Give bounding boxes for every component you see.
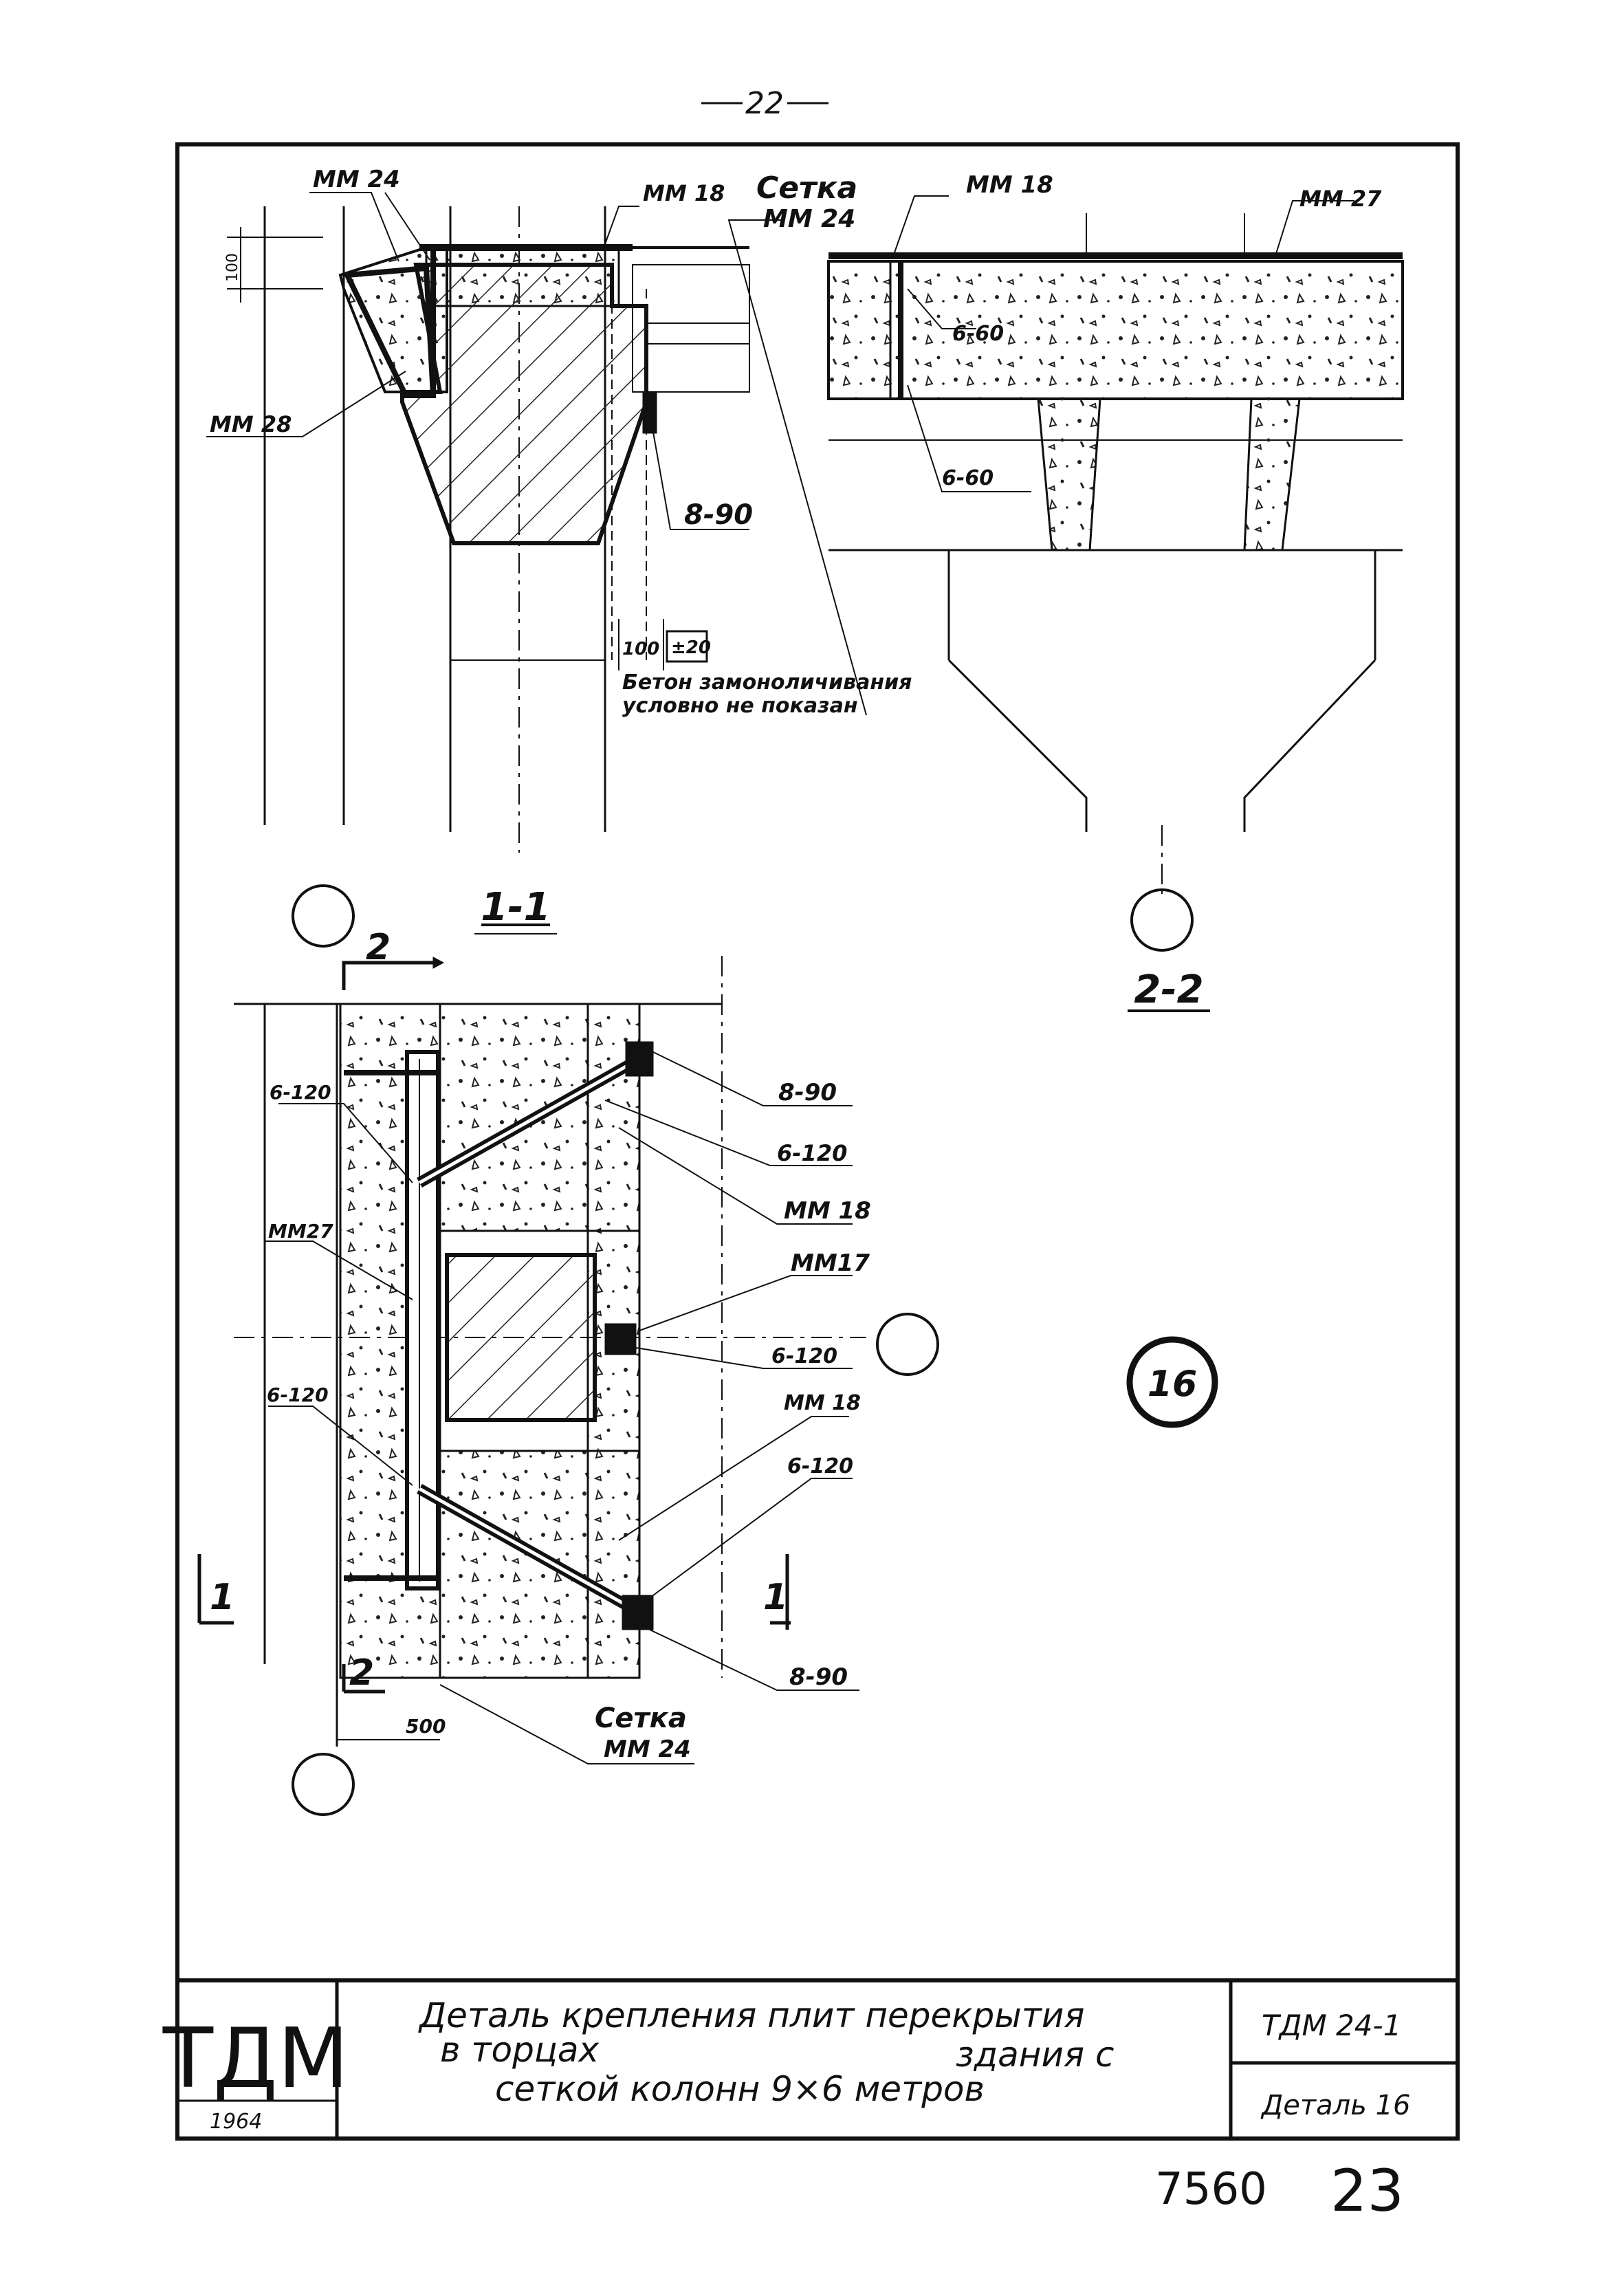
detail-marker: 16 — [1126, 1336, 1218, 1428]
label-setka-mm-top: ММ 24 — [763, 205, 855, 233]
page-number: 22 — [701, 86, 829, 121]
title-line-2b: здания с — [956, 2035, 1114, 2075]
note-concrete-line2: условно не показан — [622, 694, 858, 718]
label-mm18-2-2: ММ 18 — [966, 171, 1053, 199]
label-mm18-top: ММ 18 — [643, 180, 725, 206]
label-setka-plan: Сетка — [595, 1703, 687, 1734]
plan-view-labels: 6-120 ММ27 6-120 8-90 6-120 ММ 18 ММ17 6… — [210, 927, 871, 1763]
label-weld-6-120-br: 6-120 — [787, 1454, 853, 1478]
cut-mark-2-bottom: 2 — [349, 1652, 374, 1694]
label-mm24-top: ММ 24 — [313, 166, 400, 193]
section-2-2-labels: ММ 18 ММ 27 6-60 6-60 2-2 — [942, 171, 1382, 1012]
label-mm27-2-2: ММ 27 — [1299, 186, 1382, 212]
sheet-year: 1964 — [210, 2110, 262, 2134]
sheet-code: ТДМ 24-1 — [1262, 2009, 1401, 2042]
note-concrete-line1: Бетон замоноличивания — [622, 670, 912, 695]
title-block-text: ТДМ 1964 Деталь крепления плит перекрыти… — [162, 1996, 1411, 2134]
title-line-1: Деталь крепления плит перекрытия — [418, 1996, 1084, 2035]
label-mm28: ММ 28 — [210, 411, 292, 437]
section-2-2-title: 2-2 — [1134, 967, 1203, 1012]
plan-view — [197, 956, 939, 1816]
handwritten-notes: 7560 23 — [1155, 2157, 1404, 2224]
label-mm27-plan: ММ27 — [268, 1220, 333, 1243]
label-weld-6-60-a: 6-60 — [952, 322, 1004, 346]
sheet-frame — [175, 142, 1460, 2141]
cut-mark-1-right: 1 — [763, 1577, 788, 1618]
label-setka-top: Сетка — [756, 171, 857, 206]
label-weld-8-90-br: 8-90 — [789, 1663, 848, 1691]
detail-marker-text: 16 — [1148, 1364, 1197, 1405]
label-weld-6-120-tr: 6-120 — [777, 1140, 847, 1166]
label-weld-6-120-tl: 6-120 — [270, 1081, 331, 1104]
title-block — [177, 1978, 1458, 2139]
section-1-1-labels: ММ 24 ММ 18 Сетка ММ 24 ММ 28 8-90 100 1… — [210, 166, 912, 930]
handwritten-23: 23 — [1330, 2157, 1404, 2224]
label-dim-500: 500 — [406, 1715, 446, 1738]
label-weld-6-120-bl: 6-120 — [267, 1384, 329, 1406]
cut-mark-2-top: 2 — [366, 927, 391, 968]
page-number-text: 22 — [745, 86, 784, 121]
label-weld-8-90-tr: 8-90 — [778, 1079, 837, 1106]
label-mm18-tr: ММ 18 — [784, 1197, 871, 1225]
label-weld-6-120-mr: 6-120 — [771, 1344, 837, 1368]
label-weld-6-60-b: 6-60 — [942, 466, 994, 490]
section-2-2 — [827, 195, 1404, 1012]
label-mm17: ММ17 — [791, 1249, 870, 1277]
label-weld-8-90-section: 8-90 — [684, 499, 753, 531]
section-1-1 — [206, 192, 867, 948]
title-line-3: сеткой колонн 9×6 метров — [495, 2069, 985, 2109]
tdm-logo: ТДМ — [162, 2011, 349, 2107]
handwritten-7560: 7560 — [1155, 2164, 1267, 2215]
title-line-2a: в торцах — [440, 2030, 599, 2070]
label-mm18-br: ММ 18 — [784, 1391, 861, 1415]
sheet-detail-label: Деталь 16 — [1260, 2090, 1410, 2121]
cut-mark-1-left: 1 — [210, 1577, 234, 1618]
section-1-1-title: 1-1 — [481, 885, 550, 930]
label-dim-pm20: ±20 — [671, 637, 711, 658]
label-setka-mm-plan: ММ 24 — [604, 1736, 691, 1763]
label-dim-100: 100 — [622, 639, 659, 659]
label-dim-100-left: 100 — [224, 253, 241, 282]
